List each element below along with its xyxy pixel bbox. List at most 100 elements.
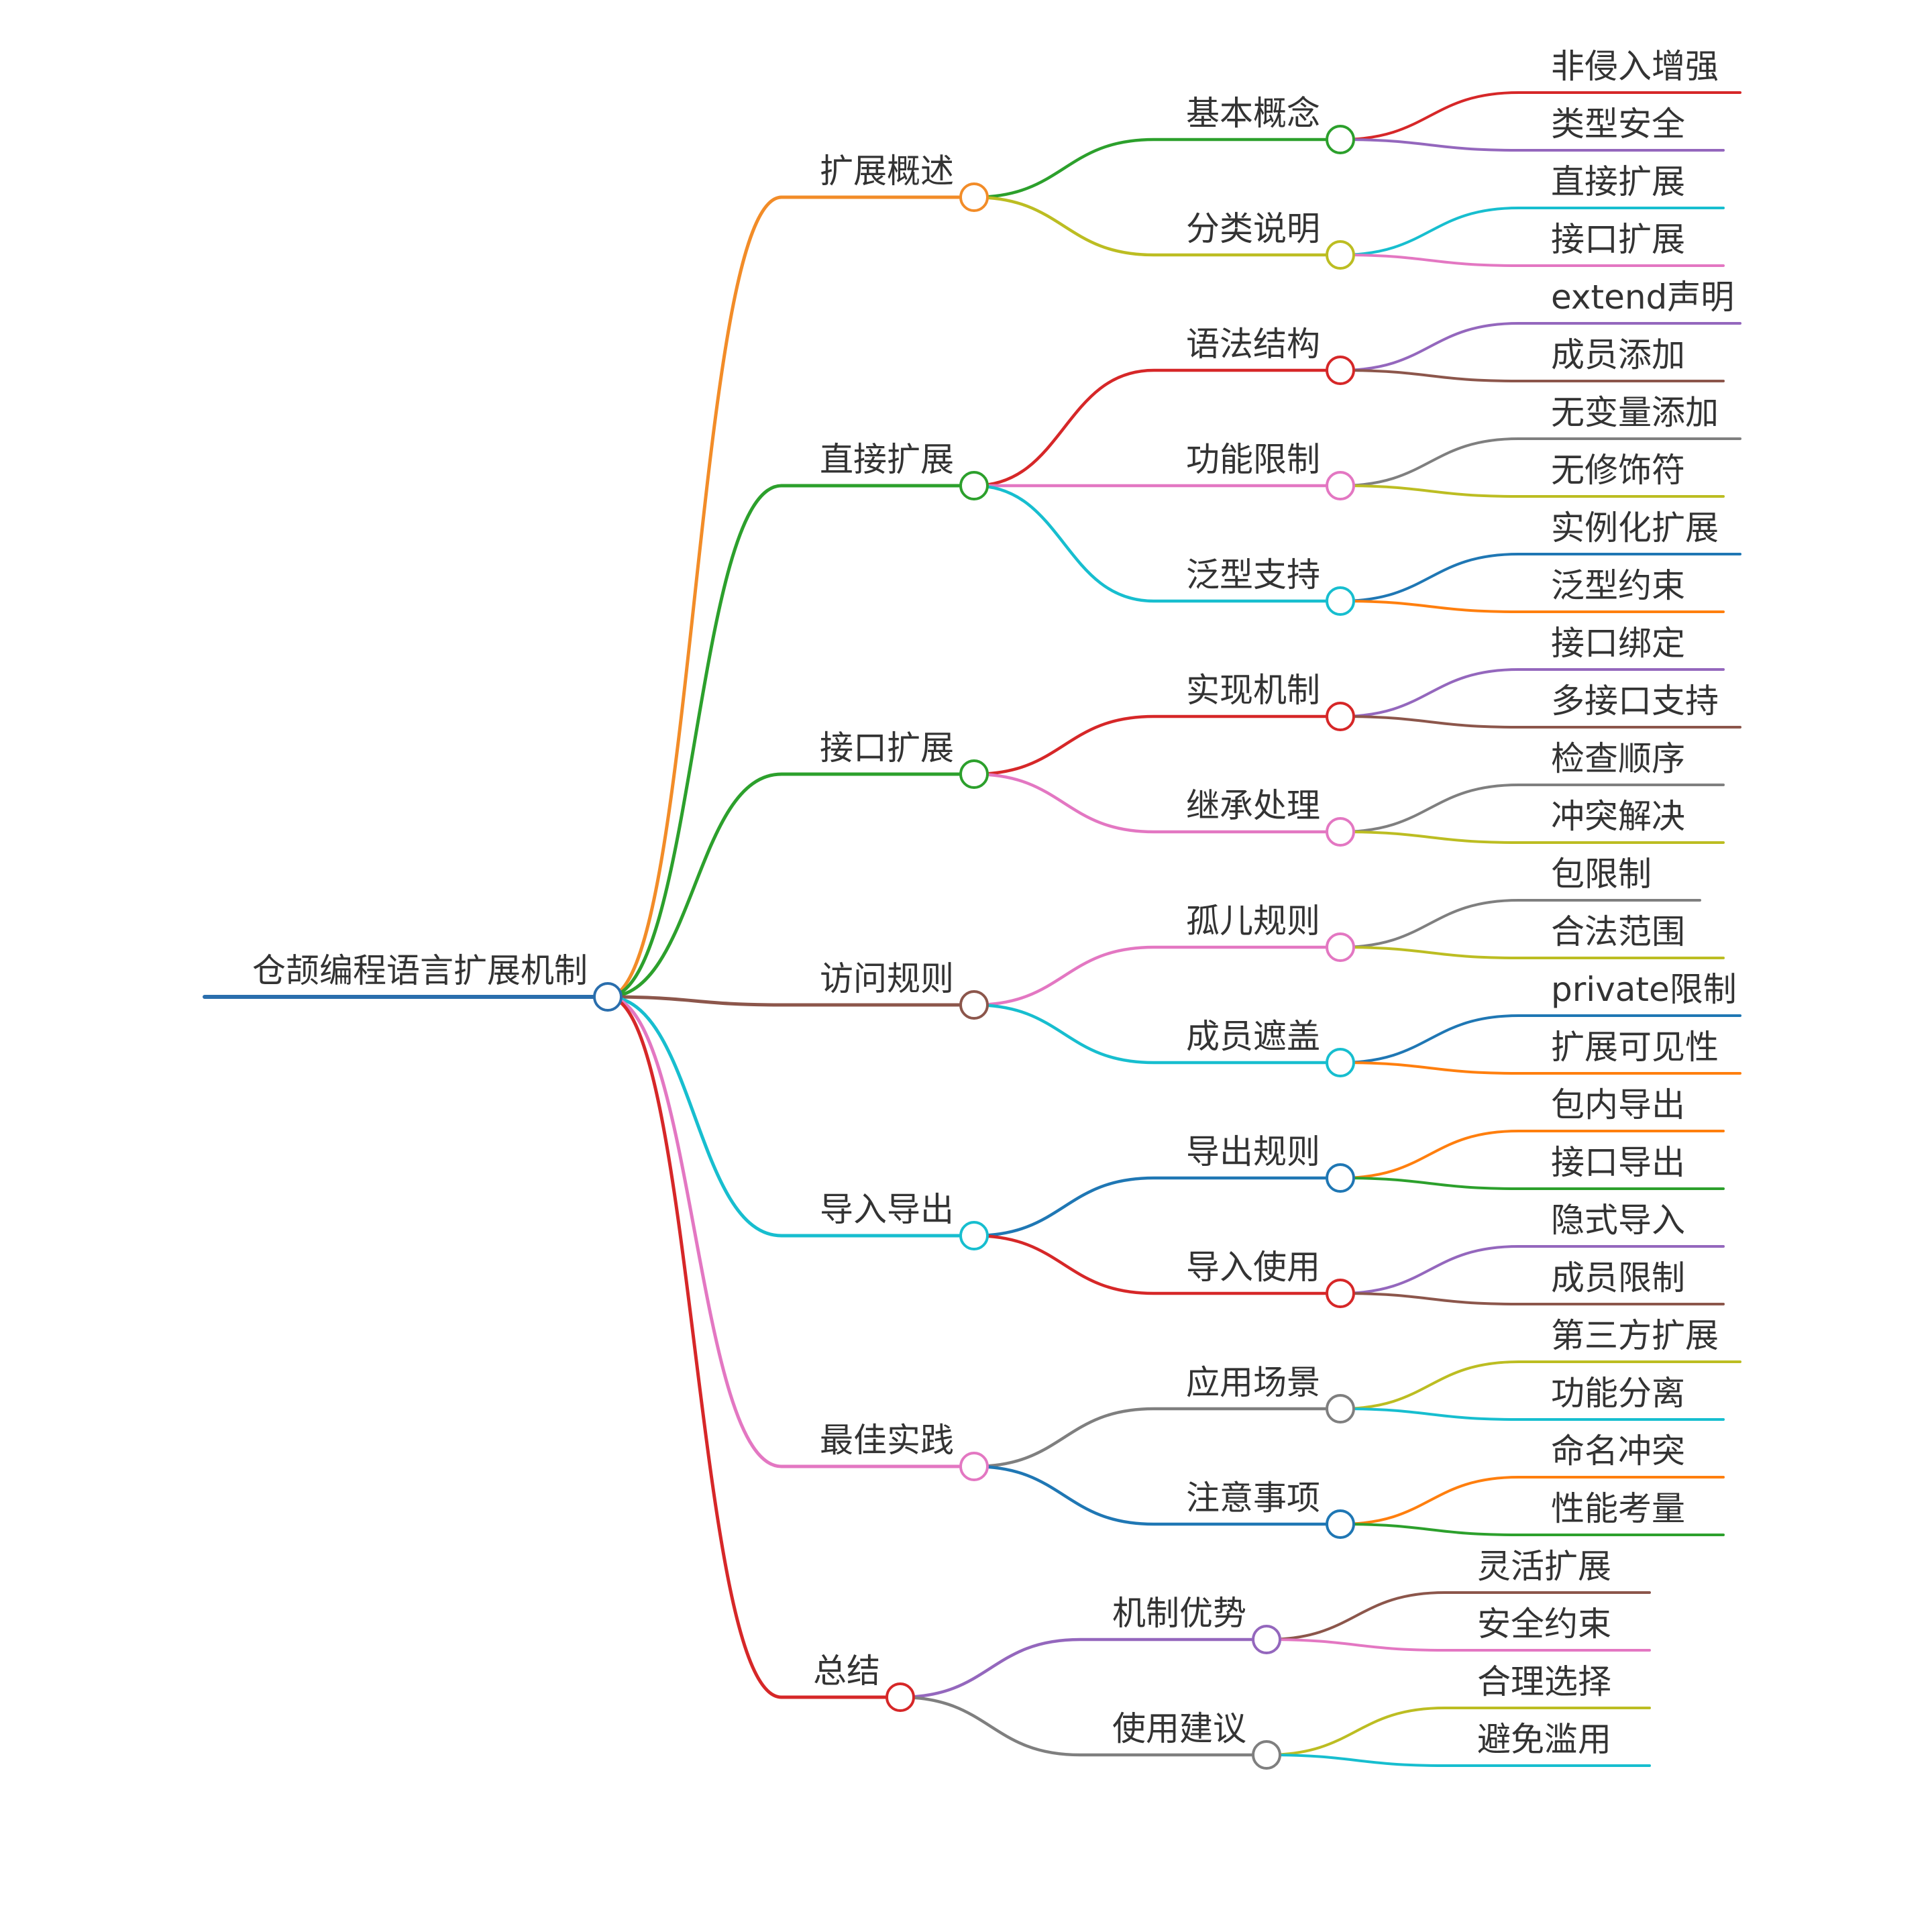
branch-link xyxy=(606,484,976,999)
leaf-link xyxy=(1339,1523,1725,1536)
sub-branch-label: 注意事项 xyxy=(1186,1479,1320,1517)
leaf-label: 接口绑定 xyxy=(1551,624,1685,663)
leaf-label: 无修饰符 xyxy=(1551,451,1685,490)
leaf-label: 性能考量 xyxy=(1551,1489,1685,1528)
leaf-label: 类型安全 xyxy=(1551,105,1685,144)
sub-branch-label: 应用场景 xyxy=(1186,1363,1320,1402)
sub-branch-label: 基本概念 xyxy=(1186,94,1320,133)
leaf-link xyxy=(1265,1591,1651,1641)
branch-node[interactable] xyxy=(959,1221,989,1250)
sub-branch-link xyxy=(972,195,1342,257)
sub-branch-label: 使用建议 xyxy=(1112,1709,1246,1748)
leaf-link xyxy=(1339,1292,1725,1305)
leaf-link xyxy=(1339,1245,1725,1295)
leaf-link xyxy=(1339,830,1725,844)
leaf-label: 成员添加 xyxy=(1551,335,1685,374)
sub-branch-node[interactable] xyxy=(1326,817,1355,847)
leaf-label: 第三方扩展 xyxy=(1551,1316,1719,1355)
leaf-label: 接口导出 xyxy=(1551,1143,1685,1182)
leaf-label: 直接扩展 xyxy=(1551,162,1685,201)
leaf-label: 功能分离 xyxy=(1551,1374,1685,1413)
sub-branch-node[interactable] xyxy=(1326,586,1355,616)
sub-branch-link xyxy=(972,772,1342,834)
sub-branch-label: 语法结构 xyxy=(1186,325,1320,364)
leaf-link xyxy=(1339,322,1741,372)
leaf-label: 实例化扩展 xyxy=(1551,508,1719,547)
branch-node[interactable] xyxy=(959,1452,989,1481)
branch-node[interactable] xyxy=(959,759,989,789)
leaf-label: extend声明 xyxy=(1551,278,1734,317)
sub-branch-link xyxy=(972,1176,1342,1238)
leaf-label: 扩展可见性 xyxy=(1551,1028,1719,1067)
leaf-link xyxy=(1339,1407,1725,1421)
branch-label: 最佳实践 xyxy=(820,1421,954,1460)
leaf-label: 合理选择 xyxy=(1477,1662,1611,1701)
sub-branch-node[interactable] xyxy=(1326,1509,1355,1539)
sub-branch-link xyxy=(972,484,1342,603)
branch-label: 直接扩展 xyxy=(820,440,954,479)
branch-link xyxy=(606,772,976,999)
sub-branch-link xyxy=(972,1234,1342,1295)
sub-branch-label: 导入使用 xyxy=(1186,1248,1320,1287)
sub-branch-node[interactable] xyxy=(1326,125,1355,154)
sub-branch-link xyxy=(972,945,1342,1007)
leaf-link xyxy=(1339,207,1725,256)
leaf-link xyxy=(1339,254,1725,267)
leaf-link xyxy=(1339,1014,1741,1064)
leaf-link xyxy=(1339,91,1741,141)
sub-branch-link xyxy=(972,1407,1342,1468)
leaf-label: 命名冲突 xyxy=(1551,1432,1685,1470)
sub-branch-node[interactable] xyxy=(1326,1048,1355,1077)
leaf-label: 冲突解决 xyxy=(1551,797,1685,836)
leaf-label: 包内导出 xyxy=(1551,1085,1685,1124)
leaf-link xyxy=(1339,484,1725,498)
root-node[interactable] xyxy=(593,982,623,1012)
leaf-label: 合法范围 xyxy=(1551,912,1685,951)
leaf-label: 隐式导入 xyxy=(1551,1201,1685,1240)
sub-branch-node[interactable] xyxy=(1326,471,1355,500)
branch-link xyxy=(606,995,976,1238)
branch-node[interactable] xyxy=(959,471,989,500)
leaf-link xyxy=(1339,715,1741,729)
leaf-label: 非侵入增强 xyxy=(1551,47,1719,86)
leaf-label: 无变量添加 xyxy=(1551,393,1719,432)
sub-branch-node[interactable] xyxy=(1326,1163,1355,1193)
leaf-label: 避免滥用 xyxy=(1477,1720,1611,1759)
sub-branch-node[interactable] xyxy=(1326,932,1355,962)
root-label: 仓颉编程语言扩展机制 xyxy=(252,951,588,990)
leaf-link xyxy=(1265,1754,1651,1767)
sub-branch-link xyxy=(972,1464,1342,1526)
mindmap-nodes: 非侵入增强类型安全基本概念直接扩展接口扩展分类说明扩展概述extend声明成员添… xyxy=(252,47,1737,1770)
leaf-label: 检查顺序 xyxy=(1551,739,1685,778)
leaf-link xyxy=(1339,946,1725,959)
leaf-link xyxy=(1339,369,1725,382)
sub-branch-node[interactable] xyxy=(1252,1740,1281,1770)
leaf-link xyxy=(1339,784,1725,833)
branch-label: 导入导出 xyxy=(820,1190,954,1229)
branch-node[interactable] xyxy=(959,182,989,212)
leaf-link xyxy=(1339,600,1725,613)
sub-branch-node[interactable] xyxy=(1252,1625,1281,1654)
branch-link xyxy=(606,195,976,999)
branch-node[interactable] xyxy=(959,990,989,1020)
leaf-link xyxy=(1339,138,1725,152)
leaf-label: 包限制 xyxy=(1551,855,1652,894)
sub-branch-node[interactable] xyxy=(1326,1394,1355,1424)
sub-branch-label: 分类说明 xyxy=(1186,209,1320,248)
branch-link xyxy=(606,995,976,1468)
leaf-label: 泛型约束 xyxy=(1551,566,1685,605)
branch-label: 访问规则 xyxy=(820,959,954,998)
leaf-link xyxy=(1339,1130,1725,1179)
mindmap-links xyxy=(203,91,1741,1767)
sub-branch-label: 成员遮盖 xyxy=(1186,1017,1320,1056)
leaf-link xyxy=(1339,1476,1725,1525)
sub-branch-label: 孤儿规则 xyxy=(1186,902,1320,941)
leaf-label: 多接口支持 xyxy=(1551,682,1719,720)
sub-branch-node[interactable] xyxy=(1326,1279,1355,1308)
sub-branch-node[interactable] xyxy=(1326,240,1355,270)
branch-link xyxy=(606,995,976,1007)
sub-branch-node[interactable] xyxy=(1326,356,1355,385)
branch-node[interactable] xyxy=(885,1682,915,1712)
sub-branch-node[interactable] xyxy=(1326,702,1355,731)
sub-branch-link xyxy=(972,138,1342,199)
